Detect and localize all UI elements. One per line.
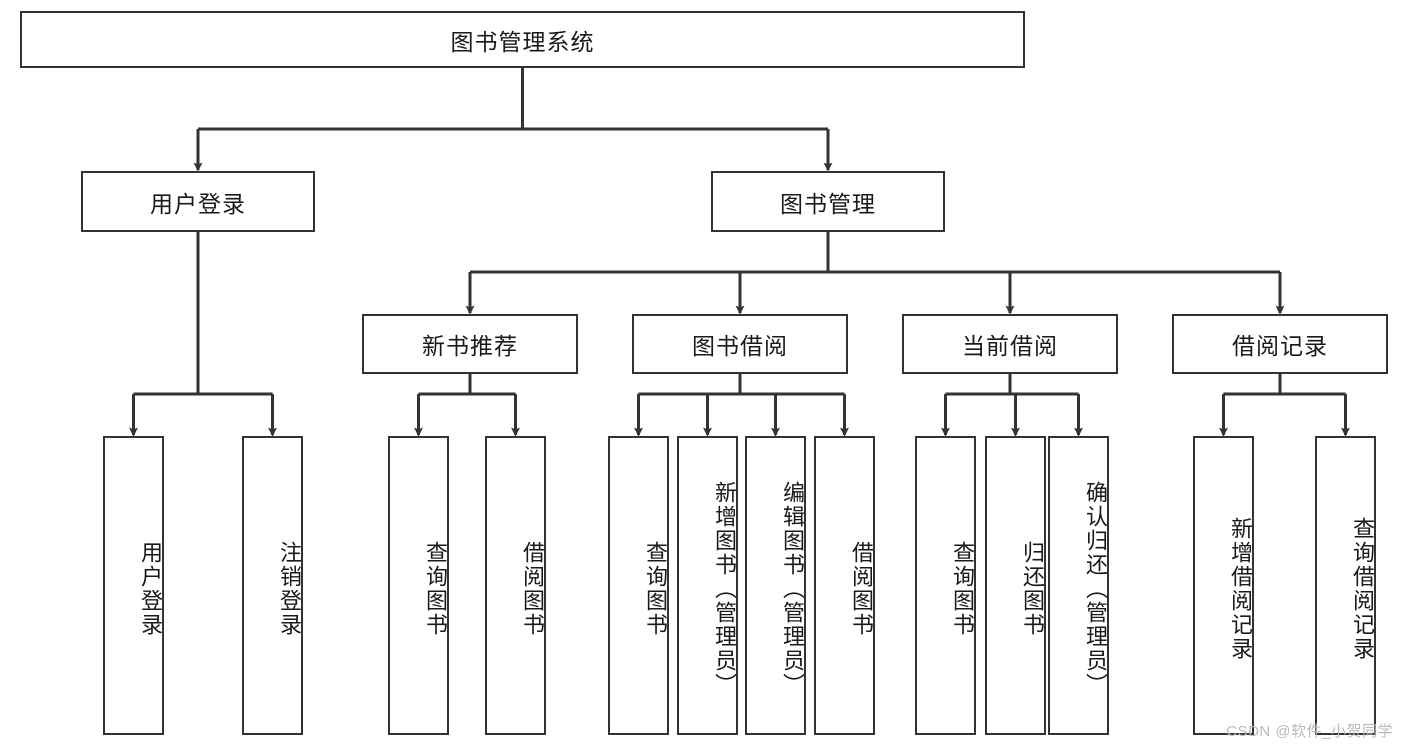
node-root[interactable]: 图书管理系统	[20, 11, 1025, 68]
node-leaf-label: 注销登录	[277, 540, 302, 637]
node-leaf-label: 借阅图书	[520, 540, 545, 637]
node-leaf-label: 查询图书	[950, 540, 975, 637]
node-new-book-rec-label: 新书推荐	[422, 333, 518, 359]
node-book-borrow[interactable]: 图书借阅	[632, 314, 848, 374]
node-leaf-label: 新增图书（管理员）	[712, 480, 737, 697]
node-leaf-add-record[interactable]: 新增借阅记录	[1193, 436, 1254, 735]
node-root-label: 图书管理系统	[450, 28, 595, 55]
node-leaf-query-record[interactable]: 查询借阅记录	[1315, 436, 1376, 735]
node-leaf-query-book-1[interactable]: 查询图书	[388, 436, 449, 735]
watermark: CSDN @软件_小贺同学	[1226, 723, 1393, 740]
node-leaf-label: 确认归还（管理员）	[1083, 480, 1108, 697]
node-leaf-confirm-return[interactable]: 确认归还（管理员）	[1048, 436, 1109, 735]
node-leaf-borrow-book-1[interactable]: 借阅图书	[485, 436, 546, 735]
node-leaf-label: 查询图书	[423, 540, 448, 637]
node-book-manage-label: 图书管理	[780, 190, 876, 217]
node-borrow-record[interactable]: 借阅记录	[1172, 314, 1388, 374]
node-leaf-label: 新增借阅记录	[1228, 516, 1253, 661]
node-leaf-label: 用户登录	[138, 540, 163, 637]
node-user-login-label: 用户登录	[150, 190, 246, 217]
node-current-borrow-label: 当前借阅	[962, 333, 1058, 359]
node-leaf-borrow-book-2[interactable]: 借阅图书	[814, 436, 875, 735]
node-leaf-label: 编辑图书（管理员）	[780, 480, 805, 697]
node-leaf-query-book-3[interactable]: 查询图书	[915, 436, 976, 735]
node-leaf-return-book[interactable]: 归还图书	[985, 436, 1046, 735]
node-leaf-label: 借阅图书	[849, 540, 874, 637]
node-leaf-query-book-2[interactable]: 查询图书	[608, 436, 669, 735]
node-leaf-label: 归还图书	[1020, 540, 1045, 637]
node-leaf-label: 查询图书	[643, 540, 668, 637]
node-book-borrow-label: 图书借阅	[692, 333, 788, 359]
node-borrow-record-label: 借阅记录	[1232, 333, 1328, 359]
node-user-login[interactable]: 用户登录	[81, 171, 315, 232]
node-current-borrow[interactable]: 当前借阅	[902, 314, 1118, 374]
node-new-book-rec[interactable]: 新书推荐	[362, 314, 578, 374]
node-leaf-add-book[interactable]: 新增图书（管理员）	[677, 436, 738, 735]
node-book-manage[interactable]: 图书管理	[711, 171, 945, 232]
node-leaf-label: 查询借阅记录	[1350, 516, 1375, 661]
node-leaf-edit-book[interactable]: 编辑图书（管理员）	[745, 436, 806, 735]
node-leaf-user-logout[interactable]: 注销登录	[242, 436, 303, 735]
node-leaf-user-login[interactable]: 用户登录	[103, 436, 164, 735]
